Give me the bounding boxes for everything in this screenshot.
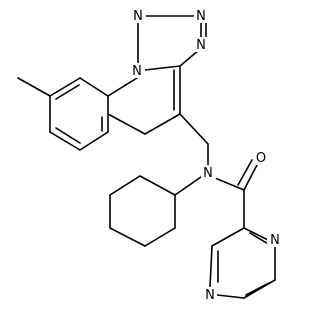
bond-pyz-c2-n1-double [249, 232, 271, 246]
atom-label-o-carbonyl: O [256, 151, 266, 166]
bond-pyridine-c3-c4a [107, 113, 146, 135]
bond-benzo-c6-c5-double [55, 127, 81, 144]
bond-pyridine-n-c8a [107, 77, 138, 97]
bond-cy-6 [139, 175, 176, 196]
bond-cy-5 [109, 175, 141, 196]
molecule-structure: N N N N N O N N [17, 8, 282, 303]
bond-methyl [17, 77, 51, 97]
bond-pyz-c5-n4 [216, 294, 245, 299]
bond-benzo-c5-c4a [79, 131, 109, 151]
atom-label-n-tetrazole-4: N [132, 64, 142, 79]
bond-layer [17, 15, 276, 299]
bond-cy-3 [109, 227, 146, 247]
atom-label-n-amide: N [203, 166, 213, 181]
bond-benzo-c8-c7 [49, 77, 81, 97]
bond-carbonyl-co-double [237, 159, 253, 186]
atom-n-pyrazine-2: N [202, 287, 217, 303]
atom-label-layer: N N N N N O N N [130, 8, 282, 303]
bond-pyz-c6-c5 [243, 279, 276, 299]
bond-ch2-1 [179, 113, 209, 145]
atom-n-tetrazole-2: N [194, 8, 209, 24]
bond-benzo-c8-c7-double [55, 84, 80, 100]
atom-o-carbonyl: O [253, 150, 268, 166]
bond-tetrazole-n3-c [179, 49, 200, 67]
bond-benzo-c6-c5 [49, 131, 81, 151]
atom-n-pyrazine-1: N [267, 232, 282, 248]
atom-label-n-pyrazine-1: N [270, 233, 280, 248]
atom-n-tetrazole-1: N [131, 8, 146, 24]
atom-n-amide: N [201, 165, 216, 181]
bond-cy-2 [144, 227, 176, 247]
bond-pyz-c3-n4 [209, 245, 213, 288]
bond-n-cyclohexyl [174, 176, 202, 196]
bond-benzo-c8a-c8 [79, 77, 109, 97]
bond-pyz-c2-n1 [243, 227, 269, 241]
atom-label-n-tetrazole-3: N [196, 38, 206, 53]
atom-n-tetrazole-4: N [130, 63, 145, 79]
atom-label-n-tetrazole-2: N [196, 9, 206, 24]
atom-label-n-tetrazole-1: N [133, 9, 143, 24]
bond-carbonyl-co [243, 162, 259, 191]
bond-tetrazole-c-n4 [144, 65, 181, 71]
bond-n-carbonyl-c [214, 177, 245, 191]
bond-pyz-c2-c3 [211, 227, 245, 247]
bond-pyz-c6-c5-double [245, 282, 270, 296]
atom-n-tetrazole-3: N [194, 37, 209, 53]
atom-label-n-pyrazine-2: N [205, 288, 215, 303]
bond-pyridine-c4-c3 [144, 113, 181, 135]
